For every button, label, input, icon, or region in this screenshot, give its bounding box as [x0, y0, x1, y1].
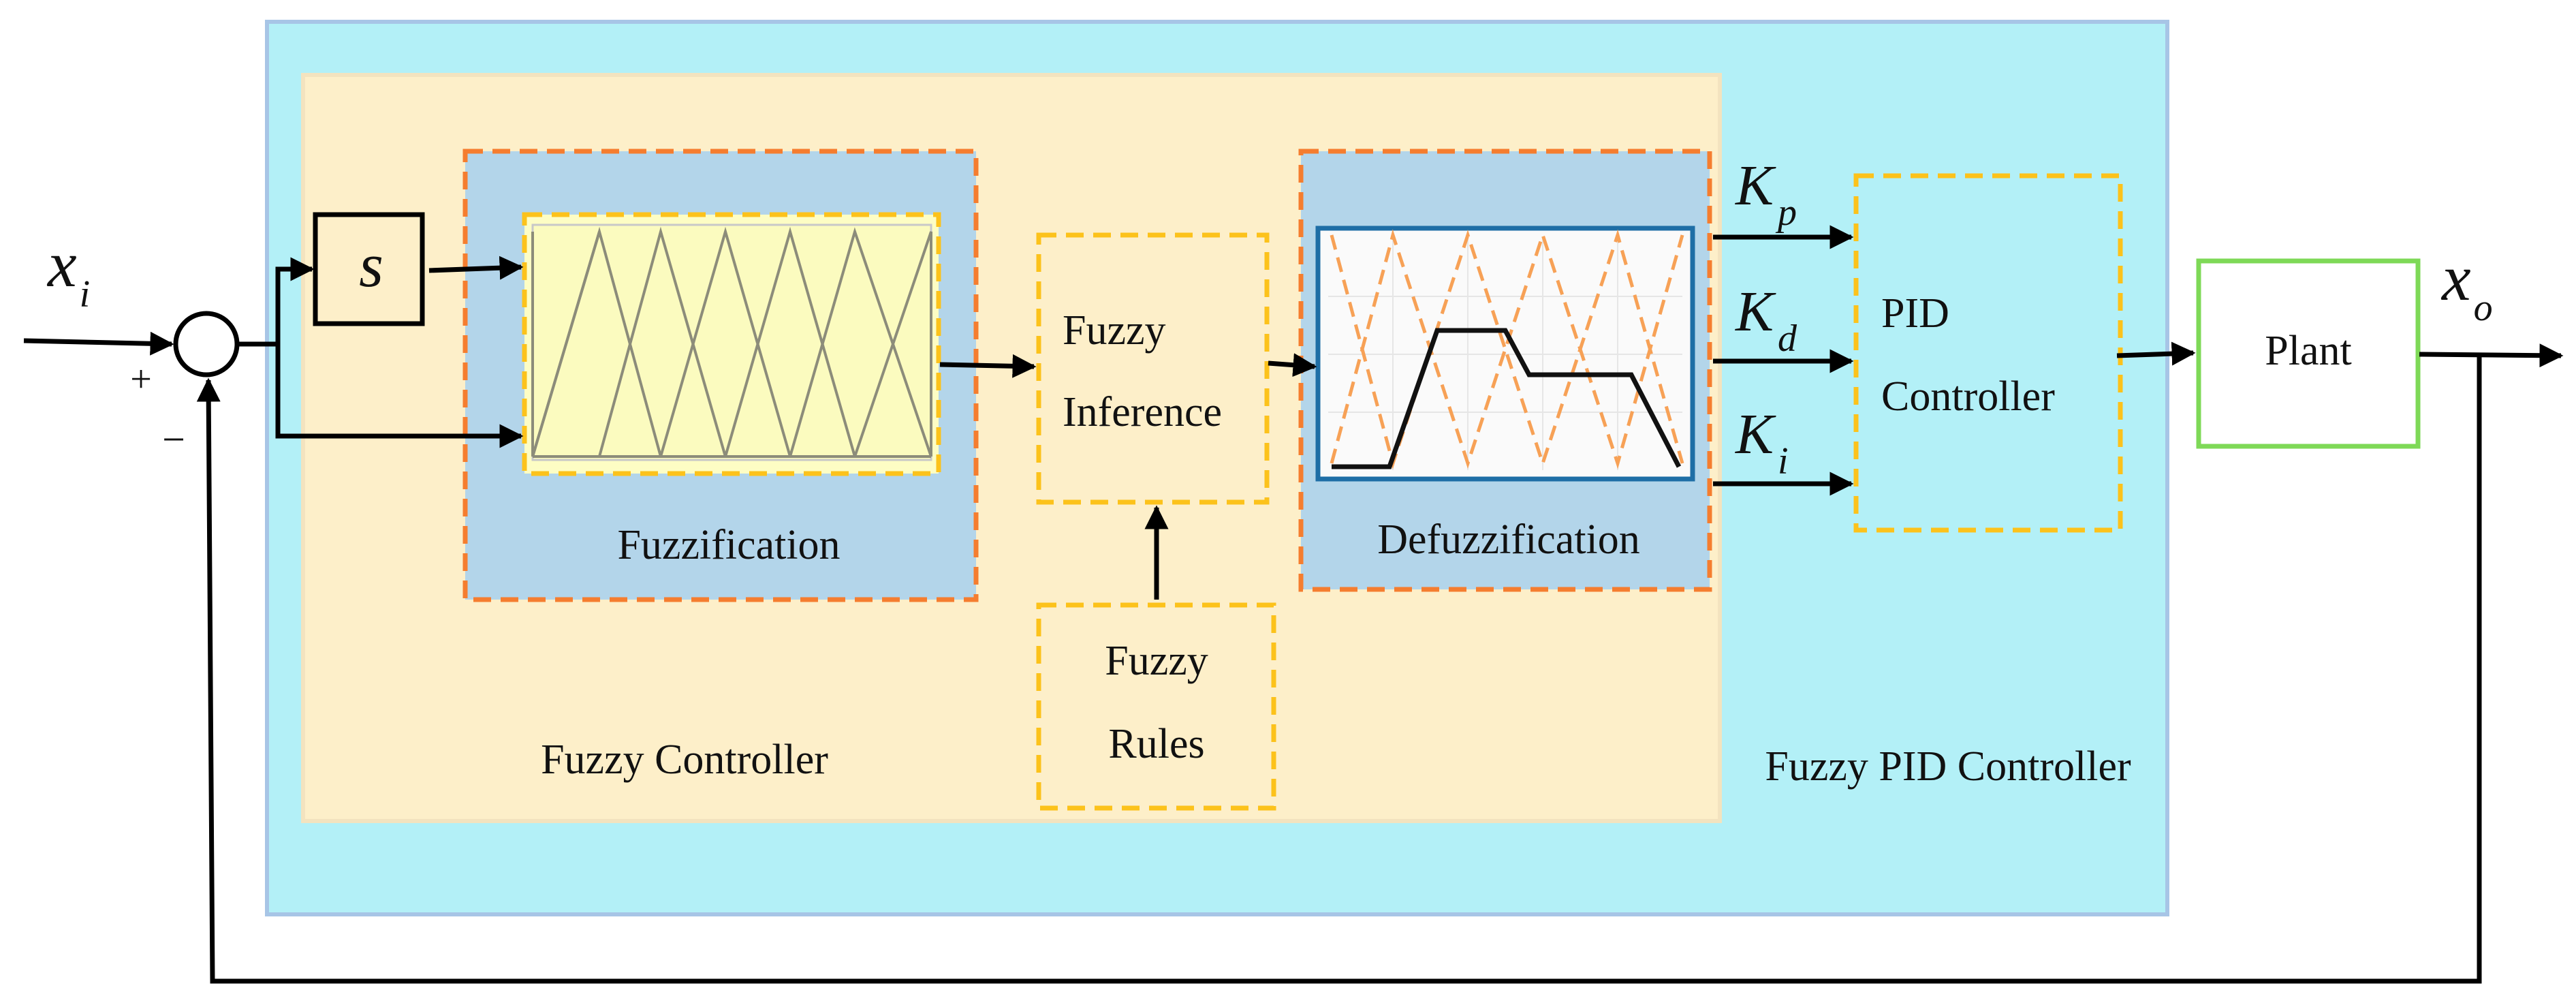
fuzzification-label: Fuzzification [617, 522, 840, 568]
sum-minus-sign: − [162, 417, 185, 462]
defuzzification-chart [1315, 226, 1695, 482]
fuzzy-inference-label-line1: Fuzzy [1063, 307, 1166, 354]
fuzzy-inference-label-line2: Inference [1063, 389, 1222, 435]
output-arrow [2419, 343, 2564, 368]
derivative-to-fuzzification-arrow [428, 256, 524, 280]
pid-to-plant-arrow [2116, 341, 2196, 366]
junction-to-fuzzification-arrow [275, 344, 524, 448]
summing-junction [173, 311, 240, 377]
plant-label: Plant [2265, 328, 2351, 374]
fuzzification-to-inference-arrow [939, 354, 1037, 378]
input-arrow [23, 331, 174, 356]
input-signal-label: xi [46, 228, 90, 315]
sum-plus-sign: + [130, 358, 152, 401]
membership-functions-chart [531, 223, 932, 461]
plant-block [2196, 258, 2421, 449]
fuzzy-rules-box [1036, 602, 1276, 811]
fuzzy-controller-label: Fuzzy Controller [541, 737, 828, 783]
inference-to-defuzzification-arrow [1268, 353, 1317, 377]
fuzzy-rules-label-line1: Fuzzy [1105, 638, 1208, 684]
defuzzification-label: Defuzzification [1377, 516, 1640, 563]
output-signal-label: xo [2440, 241, 2493, 329]
junction-to-derivative-arrow [237, 257, 315, 347]
derivative-block [313, 212, 425, 326]
pid-controller-label-line1: PID [1881, 290, 1949, 337]
pid-controller-label-line2: Controller [1881, 373, 2055, 420]
feedback-path-arrow [196, 356, 2482, 984]
fuzzy-inference-box [1036, 232, 1270, 505]
pid-controller-box [1853, 173, 2123, 533]
derivative-block-label: s [359, 230, 383, 300]
fuzzy-pid-controller-label: Fuzzy PID Controller [1765, 743, 2131, 790]
fuzzy-rules-label-line2: Rules [1108, 721, 1204, 767]
signal-connections [23, 225, 2564, 984]
